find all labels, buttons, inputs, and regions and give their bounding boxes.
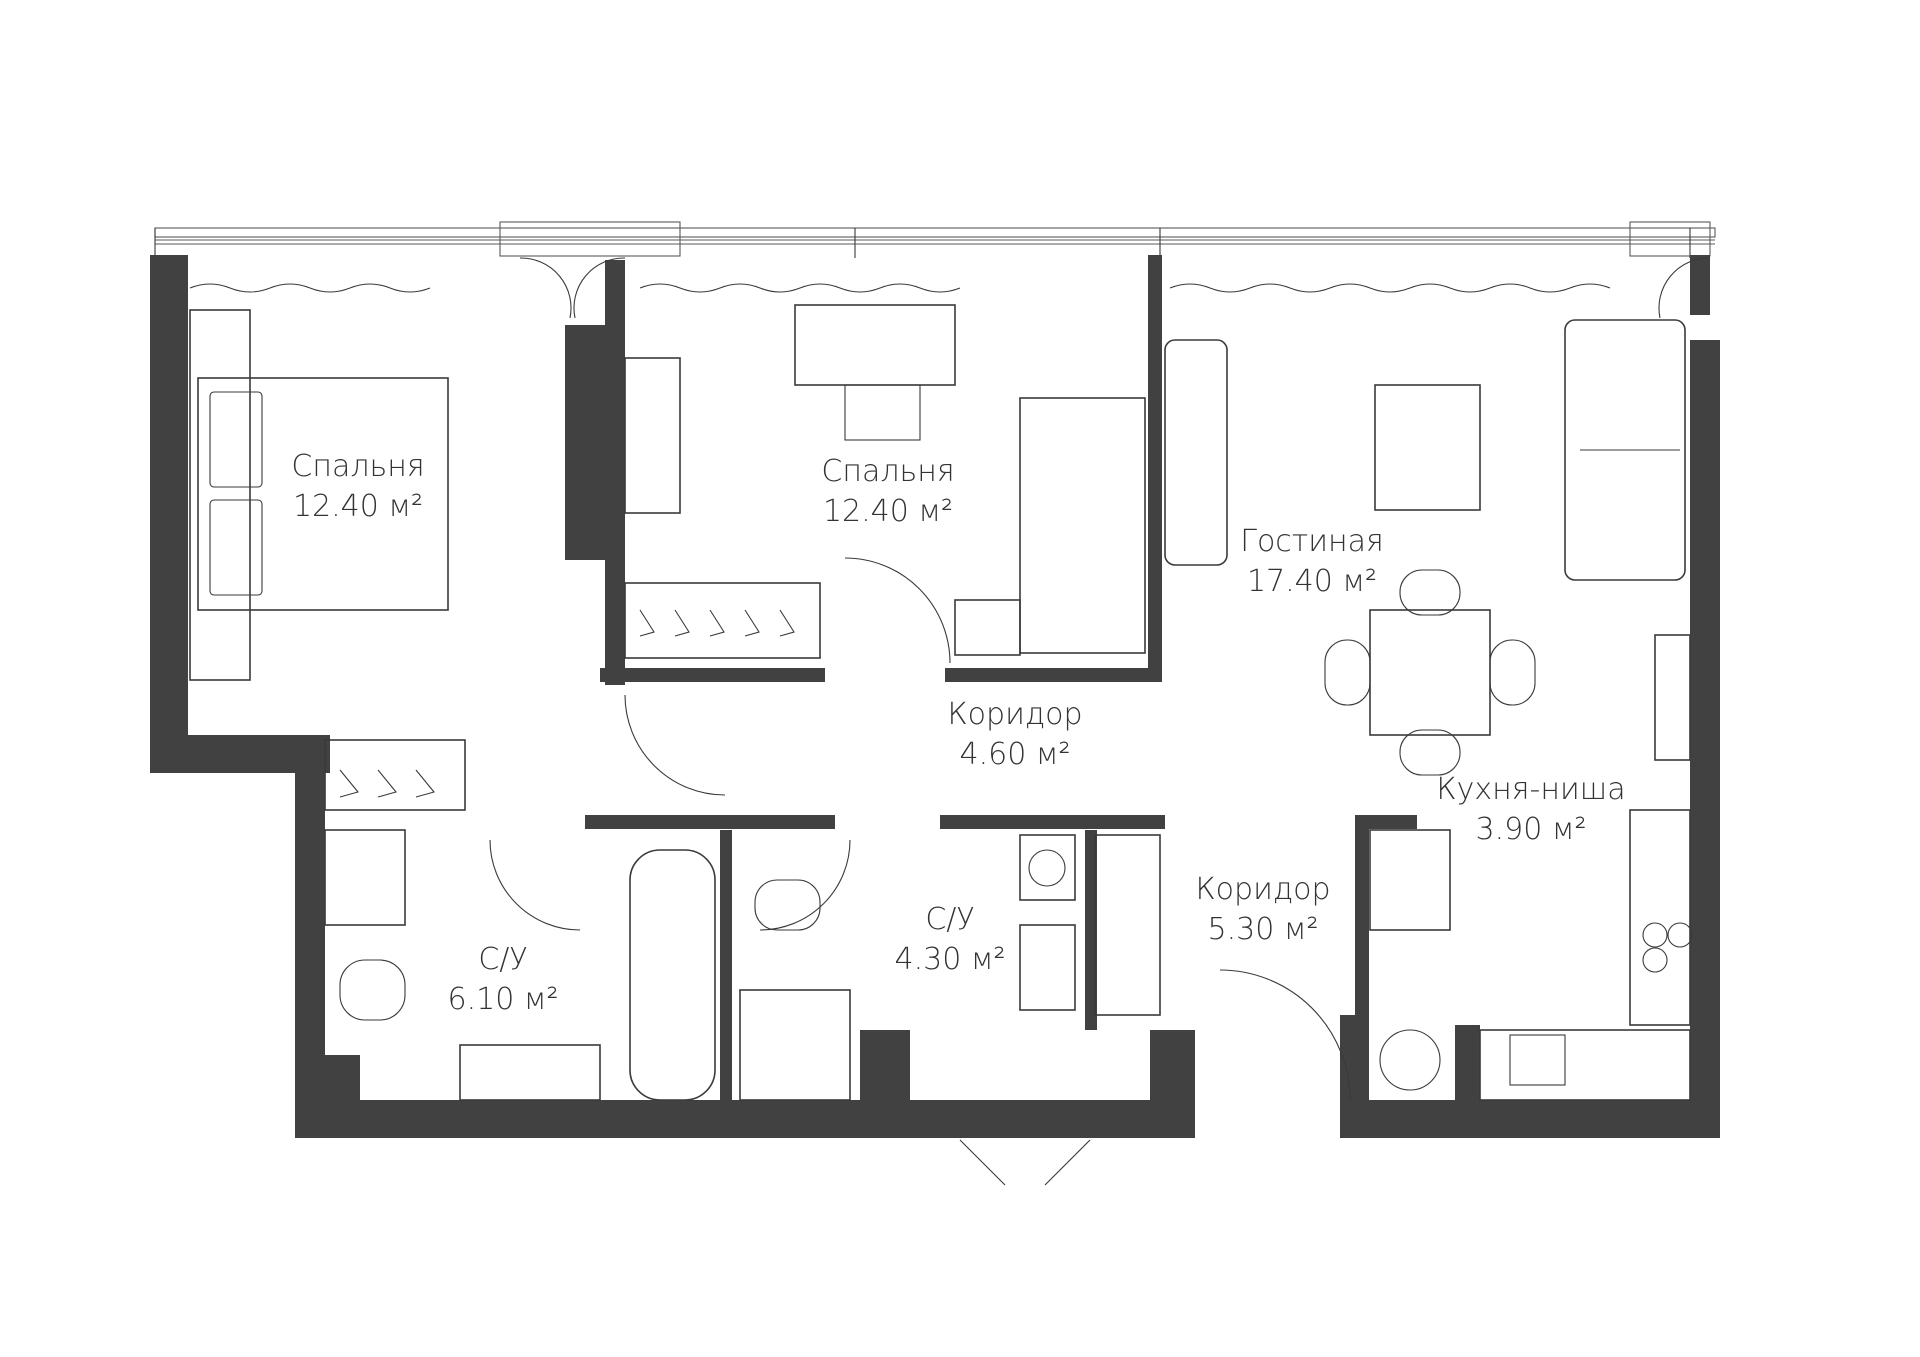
room-label-corridor-2: Коридор 5.30 м²: [1195, 870, 1330, 950]
room-label-bedroom-2: Спальня 12.40 м²: [821, 452, 954, 532]
curtains: [189, 283, 1611, 293]
living-room-furniture: [1164, 319, 1691, 776]
room-area: 4.60 м²: [959, 737, 1071, 772]
room-name: Кухня-ниша: [1436, 772, 1626, 807]
room-name: Гостиная: [1240, 524, 1384, 559]
room-label-bathroom-1: С/У 6.10 м²: [448, 940, 559, 1020]
room-area: 3.90 м²: [1475, 812, 1587, 847]
room-area: 17.40 м²: [1246, 564, 1378, 599]
walls: [150, 255, 1720, 1138]
room-label-kitchen-niche: Кухня-ниша 3.90 м²: [1436, 770, 1625, 850]
room-area: 12.40 м²: [292, 489, 424, 524]
room-name: С/У: [478, 942, 528, 977]
room-name: Спальня: [291, 449, 425, 484]
room-area: 4.30 м²: [894, 942, 1006, 977]
room-name: Спальня: [821, 454, 955, 489]
room-area: 5.30 м²: [1207, 912, 1319, 947]
bathroom-1-fixtures: [324, 829, 716, 1101]
room-label-bedroom-1: Спальня 12.40 м²: [291, 447, 424, 527]
room-area: 6.10 м²: [447, 982, 559, 1017]
room-area: 12.40 м²: [822, 494, 954, 529]
bathroom-2-fixtures: [739, 834, 1161, 1101]
kitchen-appliances: [1369, 809, 1693, 1101]
room-label-living-room: Гостиная 17.40 м²: [1240, 522, 1384, 602]
window-rail: [154, 221, 1716, 258]
bedroom-1-furniture: [189, 309, 466, 811]
room-name: Коридор: [947, 697, 1083, 732]
room-label-corridor-1: Коридор 4.60 м²: [947, 695, 1082, 775]
door-swings: [489, 257, 1711, 1186]
room-label-bathroom-2: С/У 4.30 м²: [895, 900, 1006, 980]
room-name: С/У: [925, 902, 975, 937]
bedroom-2-furniture: [624, 304, 1146, 659]
room-name: Коридор: [1195, 872, 1331, 907]
